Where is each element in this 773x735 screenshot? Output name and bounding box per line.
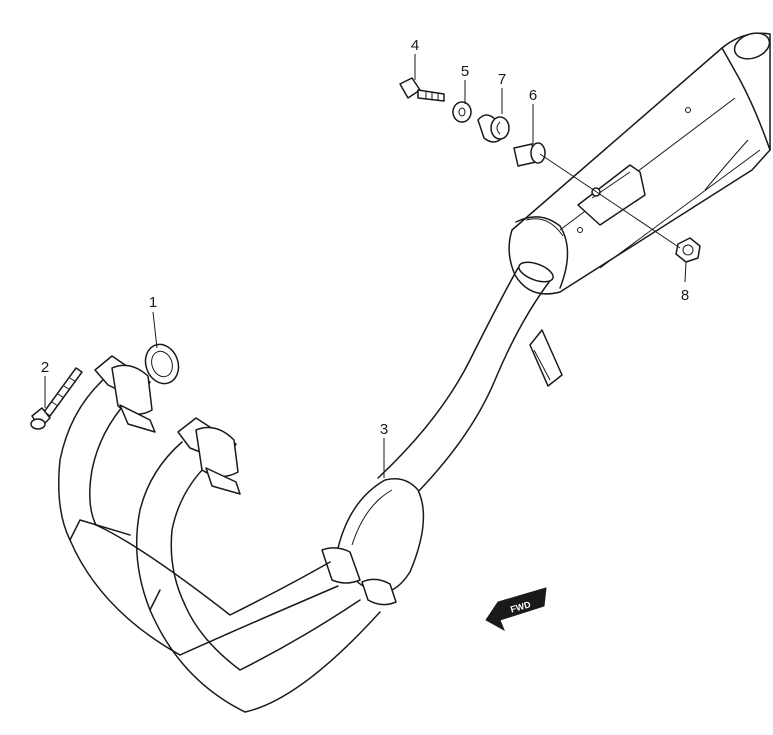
callout-4: 4 [411,37,419,54]
callout-1: 1 [149,294,157,311]
callout-8: 8 [681,287,689,304]
callout-7: 7 [498,71,506,88]
gasket [144,343,180,385]
callout-3: 3 [380,421,388,438]
washer [452,101,472,123]
callout-5: 5 [461,63,469,80]
bolt [30,367,83,430]
exhaust-pipe-assembly [58,261,554,713]
muffler [508,32,771,387]
bolt-muffler-mount [399,77,445,102]
leader-lines [44,54,687,478]
callout-labels: 1 2 3 4 5 7 6 8 [41,37,689,438]
collar [513,142,546,167]
forward-direction-badge: FWD [485,587,547,632]
callout-2: 2 [41,359,49,376]
nut [675,237,701,263]
bush [477,114,510,143]
callout-6: 6 [529,87,537,104]
